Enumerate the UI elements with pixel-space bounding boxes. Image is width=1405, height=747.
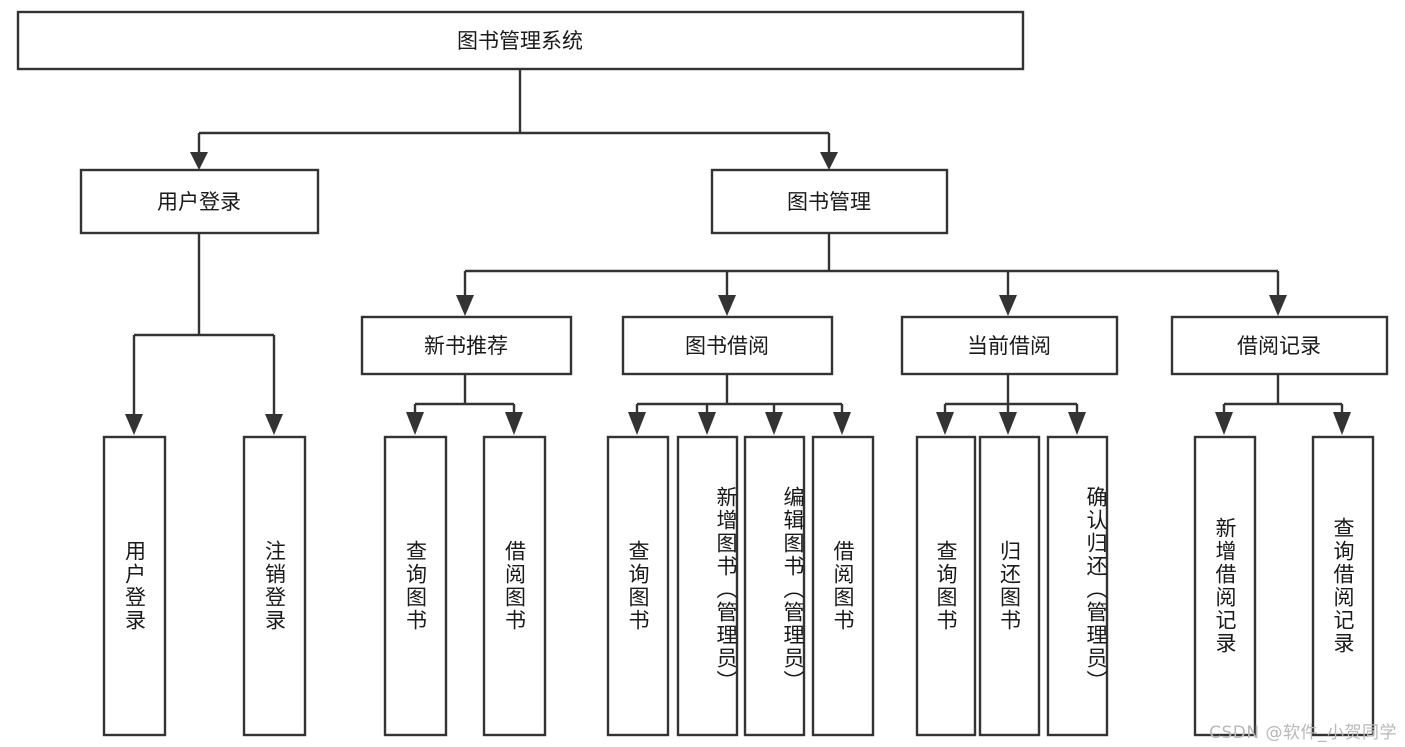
node-user-login[interactable]: [79, 168, 320, 235]
node-query-book-1[interactable]: [383, 435, 448, 737]
node-return-book[interactable]: [978, 435, 1041, 737]
arrowhead-query-book-1: [406, 412, 424, 435]
node-borrow-book-2[interactable]: [811, 435, 875, 737]
label-borrow-record: 借阅记录: [1237, 334, 1321, 358]
node-query-borrow-record[interactable]: [1311, 435, 1375, 737]
label-book-management: 图书管理: [787, 190, 871, 214]
arrowhead-return-book: [999, 412, 1017, 435]
horizontal-label-group: 图书管理系统 用户登录 图书管理 新书推荐 图书借阅 当前借阅 借阅记录: [157, 29, 1321, 358]
arrowhead-query-borrow-record: [1333, 412, 1351, 435]
node-confirm-return-admin[interactable]: [1046, 435, 1109, 737]
arrowhead-current-borrow: [999, 295, 1017, 316]
arrowhead-query-book-2: [628, 412, 646, 435]
node-query-book-3[interactable]: [915, 435, 977, 737]
arrowhead-user-login: [190, 152, 208, 170]
label-current-borrow: 当前借阅: [967, 334, 1051, 358]
node-add-borrow-record[interactable]: [1193, 435, 1257, 737]
node-add-book-admin[interactable]: [676, 435, 739, 737]
arrowhead-confirm-return-admin: [1068, 412, 1086, 435]
node-borrow-record[interactable]: [1170, 315, 1389, 376]
arrowhead-edit-book-admin: [765, 412, 783, 435]
arrowhead-user-logout: [265, 414, 283, 435]
arrowhead-query-book-3: [936, 412, 954, 435]
node-root-system[interactable]: [16, 10, 1025, 71]
arrowhead-borrow-book-1: [505, 412, 523, 435]
label-root-system: 图书管理系统: [457, 29, 583, 53]
arrowhead-user-login-do: [125, 414, 143, 435]
node-query-book-2[interactable]: [606, 435, 670, 737]
node-book-management[interactable]: [710, 168, 949, 235]
node-box-group: [16, 10, 1389, 737]
label-book-borrow: 图书借阅: [685, 334, 769, 358]
node-user-login-do[interactable]: [102, 435, 167, 737]
connector-group: [125, 69, 1351, 435]
node-borrow-book-1[interactable]: [482, 435, 547, 737]
arrowhead-new-book-recommend: [456, 295, 474, 316]
node-current-borrow[interactable]: [900, 315, 1119, 376]
arrowhead-book-management: [820, 152, 838, 170]
node-book-borrow[interactable]: [621, 315, 834, 376]
csdn-watermark: CSDN @软件_小贺同学: [1209, 723, 1397, 743]
arrowhead-add-book-admin: [698, 412, 716, 435]
arrowhead-borrow-record: [1269, 295, 1287, 316]
node-user-logout[interactable]: [242, 435, 307, 737]
arrowhead-borrow-book-2: [833, 412, 851, 435]
label-user-login: 用户登录: [157, 190, 241, 214]
arrowhead-book-borrow: [718, 295, 736, 316]
arrowhead-add-borrow-record: [1215, 412, 1233, 435]
label-new-book-recommend: 新书推荐: [424, 334, 508, 358]
node-edit-book-admin[interactable]: [743, 435, 806, 737]
node-new-book-recommend[interactable]: [360, 315, 573, 376]
